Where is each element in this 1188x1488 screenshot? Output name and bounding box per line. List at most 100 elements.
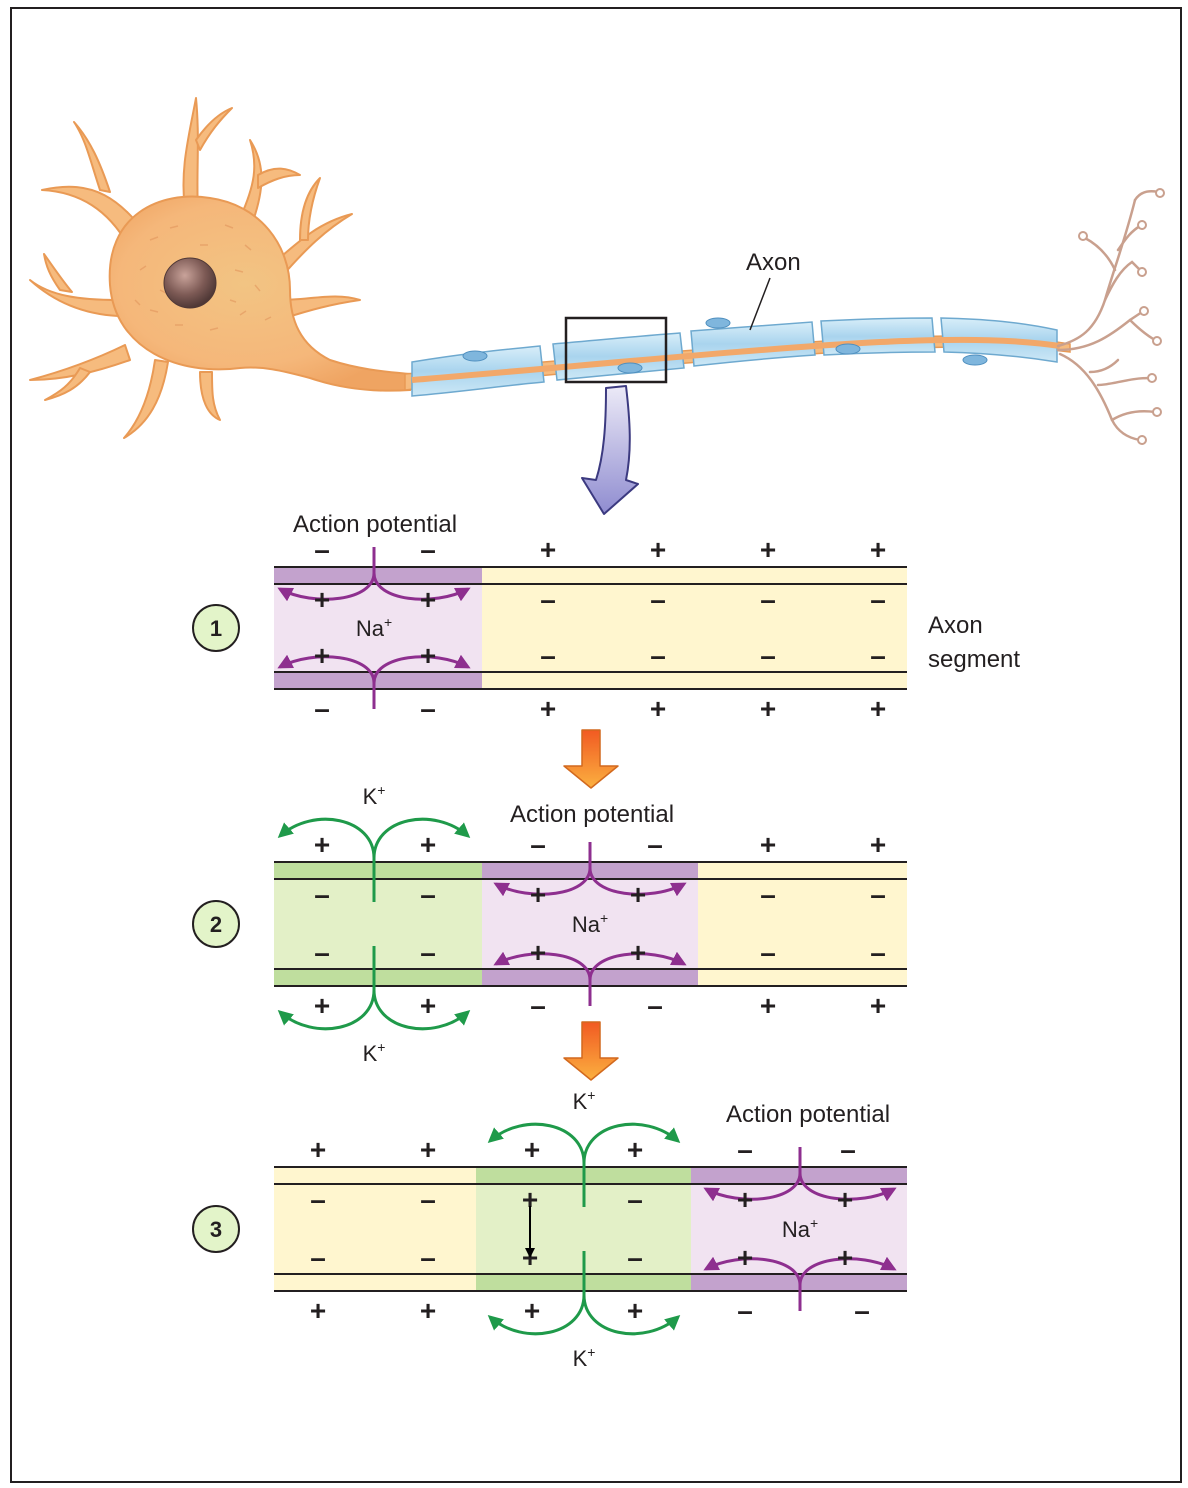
nucleus [163,257,217,309]
axon-segment-label-line1: Axon [928,612,983,639]
minus-charge: – [420,879,436,910]
minus-charge: – [540,584,556,615]
step-badge [192,604,240,652]
sodium-influx-arrow [277,572,376,602]
minus-charge: – [854,1295,870,1326]
potassium-efflux-arrow [487,1122,586,1164]
resting-region [274,1167,476,1291]
minus-charge: – [530,990,546,1021]
minus-charge: – [647,829,663,860]
plus-charge: + [524,1134,540,1165]
minus-charge: – [647,990,663,1021]
membrane-band-top [482,567,907,584]
sodium-influx-arrow [493,951,592,981]
minus-charge: – [760,879,776,910]
terminal-boutons [1078,188,1165,445]
membrane-band-top [698,862,907,879]
minus-charge: – [650,640,666,671]
plus-charge: + [420,990,436,1021]
plus-charge: + [310,1295,326,1326]
minus-charge: – [737,1295,753,1326]
plus-charge: + [630,879,646,910]
plus-charge: + [627,1134,643,1165]
action-potential-label: Action potential [510,801,674,828]
sodium-influx-arrow [588,867,687,897]
plus-charge: + [530,879,546,910]
membrane-band-bottom [274,1274,476,1291]
minus-charge: – [840,1134,856,1165]
transition-arrow-1-to-2 [563,729,619,789]
neuron-illustration: Axon [29,97,1165,515]
sodium-influx-arrow [703,1172,802,1202]
myelin-segment [411,345,545,397]
minus-charge: – [737,1134,753,1165]
minus-charge: – [314,534,330,565]
minus-charge: – [760,937,776,968]
resting-region [482,567,907,689]
minus-charge: – [530,829,546,860]
panels: Na+––++++––++++++++––––––––Action potent… [192,511,907,1371]
plus-charge: + [760,534,776,565]
step-number: 2 [210,912,222,937]
repolarizing-region [274,862,482,986]
minus-charge: – [314,879,330,910]
zoom-arrow [581,385,639,515]
minus-charge: – [420,693,436,724]
axon-segment-label-line2: segment [928,646,1020,673]
potassium-efflux-arrow [487,1294,586,1336]
potassium-efflux-arrow [277,817,376,859]
membrane-band-top [274,862,482,879]
potassium-efflux-arrow [372,989,471,1031]
potassium-efflux-arrow [582,1122,681,1164]
potassium-efflux-arrow [582,1294,681,1336]
axon-leader-line [749,277,771,331]
panel-2: K+K+Na+++––++++––++––––++++––––Action po… [192,782,907,1066]
minus-charge: – [870,937,886,968]
panel-3: K+K+Na+++++––++++––––––++––++++Action po… [192,1087,907,1371]
plus-charge: + [870,693,886,724]
sodium-influx-arrow [277,654,376,684]
plus-charge: + [630,937,646,968]
sodium-influx-arrow [372,654,471,684]
membrane-band-top [274,567,482,584]
sodium-influx-arrow [703,1256,802,1286]
plus-charge: + [420,584,436,615]
sodium-ion-label: Na+ [572,910,608,937]
plus-charge: + [760,990,776,1021]
minus-charge: – [760,640,776,671]
minus-charge: – [420,937,436,968]
minus-charge: – [760,584,776,615]
step-number: 3 [210,1217,222,1242]
plus-charge: + [760,829,776,860]
myelin-segment [552,332,685,381]
minus-charge: – [870,584,886,615]
sodium-influx-arrow [588,951,687,981]
plus-charge: + [737,1184,753,1215]
plus-charge: + [737,1242,753,1273]
minus-charge: – [870,640,886,671]
depolarized-region [691,1167,907,1291]
minus-charge: – [650,584,666,615]
minus-charge: – [314,693,330,724]
panel-1: Na+––++++––++++++++––––––––Action potent… [192,511,907,724]
plus-charge: + [870,990,886,1021]
plus-charge: + [760,693,776,724]
plus-charge: + [837,1184,853,1215]
zoom-box [564,316,668,384]
sodium-ion-label: Na+ [782,1215,818,1242]
membrane-band-bottom [274,672,482,689]
schwann-nuclei [462,317,988,374]
potassium-efflux-arrow [277,989,376,1031]
minus-charge: – [420,1242,436,1273]
step-badge [192,900,240,948]
plus-charge: + [420,640,436,671]
membrane-band-bottom [482,672,907,689]
minus-charge: – [420,1184,436,1215]
plus-charge: + [310,1134,326,1165]
sodium-influx-arrow [372,572,471,602]
action-potential-label: Action potential [293,511,457,538]
plus-charge: + [540,534,556,565]
resting-region [698,862,907,986]
plus-charge: + [524,1295,540,1326]
